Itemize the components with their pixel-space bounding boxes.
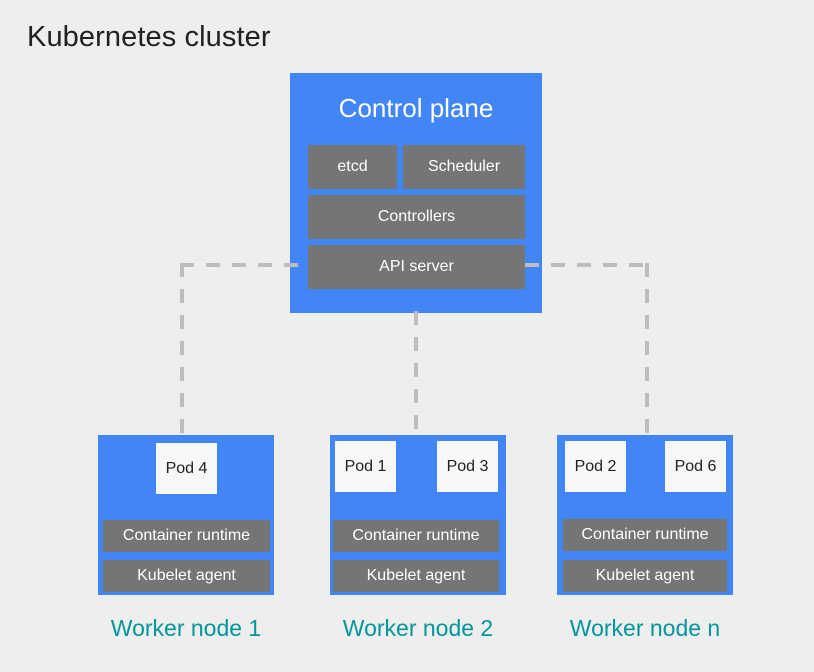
connector-api-server-to-node-n-horizontal (525, 263, 649, 267)
worker-node-2-container-runtime: Container runtime (333, 520, 499, 552)
connector-api-server-to-node-n-vertical (645, 263, 649, 438)
worker-node-n-caption: Worker node n (569, 615, 721, 641)
worker-node-1-container-runtime: Container runtime (103, 520, 270, 552)
connector-api-server-to-node-1-horizontal (180, 263, 310, 267)
worker-node-2-kubelet-agent: Kubelet agent (333, 560, 499, 592)
worker-node-n-pod-right: Pod 6 (665, 441, 726, 492)
worker-node-1-kubelet-agent: Kubelet agent (103, 560, 270, 592)
control-plane-component-scheduler: Scheduler (403, 145, 525, 189)
control-plane-component-controllers: Controllers (308, 195, 525, 239)
page-title: Kubernetes cluster (27, 21, 271, 53)
worker-node-n-container-runtime: Container runtime (563, 519, 727, 551)
worker-node-n-pod-left: Pod 2 (565, 441, 626, 492)
control-plane-component-etcd: etcd (308, 145, 397, 189)
worker-node-2-caption: Worker node 2 (342, 615, 494, 641)
control-plane-title: Control plane (338, 93, 494, 123)
worker-node-2-pod-left: Pod 1 (335, 441, 396, 492)
worker-node-1-caption: Worker node 1 (110, 615, 262, 641)
worker-node-2-pod-right: Pod 3 (437, 441, 498, 492)
worker-node-1-pod: Pod 4 (156, 443, 217, 494)
connector-api-server-to-node-1-vertical (180, 263, 184, 438)
control-plane-component-api-server: API server (308, 245, 525, 289)
connector-api-server-to-node-2-vertical (414, 311, 418, 438)
worker-node-n-kubelet-agent: Kubelet agent (563, 560, 727, 592)
